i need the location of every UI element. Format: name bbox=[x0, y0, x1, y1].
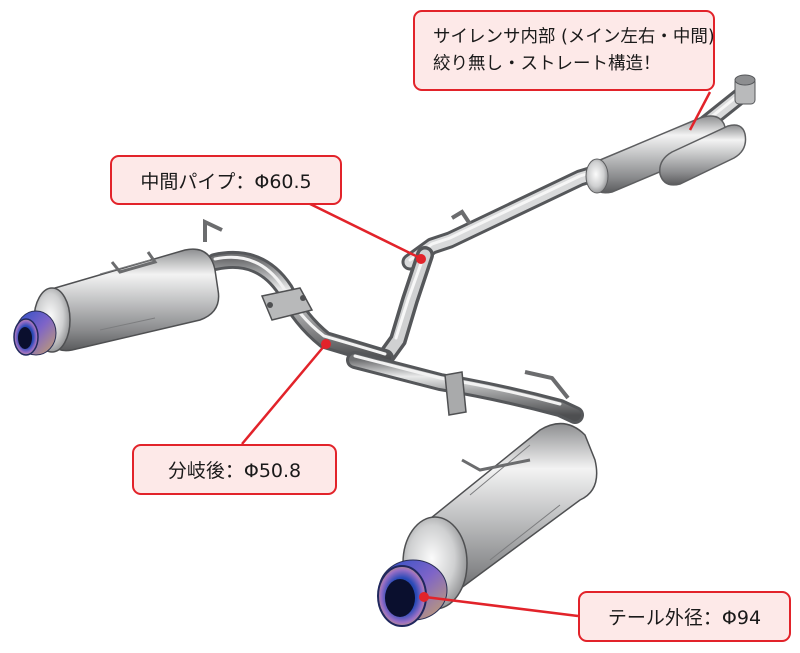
tail-callout: テール外径：Φ94 bbox=[578, 591, 791, 642]
mid-pipe bbox=[376, 209, 472, 367]
branch-label: 分岐後：Φ50.8 bbox=[167, 460, 302, 482]
callout-leaders bbox=[241, 91, 712, 618]
left-muffler bbox=[13, 248, 220, 356]
left-branch-pipe bbox=[203, 218, 394, 367]
silencer-callout-line2: 絞り無し・ストレート構造！ bbox=[433, 53, 661, 74]
branch-callout: 分岐後：Φ50.8 bbox=[132, 444, 337, 495]
right-branch-pipe bbox=[346, 351, 584, 424]
mid-pipe-callout: 中間パイプ：Φ60.5 bbox=[110, 155, 342, 205]
center-silencer bbox=[585, 74, 756, 194]
silencer-callout: サイレンサ内部 (メイン左右・中間) 絞り無し・ストレート構造！ bbox=[413, 10, 715, 91]
mid-pipe-label: 中間パイプ：Φ60.5 bbox=[140, 170, 312, 193]
right-muffler bbox=[377, 422, 598, 627]
tail-label: テール外径：Φ94 bbox=[607, 607, 762, 629]
silencer-callout-line1: サイレンサ内部 (メイン左右・中間) bbox=[433, 26, 715, 47]
